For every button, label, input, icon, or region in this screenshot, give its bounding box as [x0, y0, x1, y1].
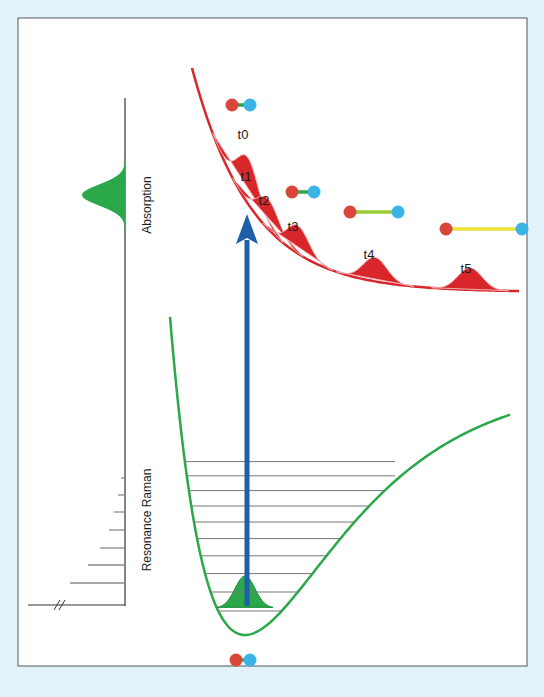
excited-state-curve [192, 68, 519, 291]
axis-label: Resonance Raman [141, 469, 153, 572]
spectrum-axis [28, 98, 125, 610]
excitation-arrow [236, 214, 258, 606]
time-label: t1 [241, 170, 252, 183]
molecules [226, 99, 529, 667]
time-label: t3 [288, 220, 299, 233]
wavepackets [213, 133, 509, 290]
time-label: t5 [461, 262, 472, 275]
axis-label: Absorption [141, 176, 153, 233]
vibrational-levels [185, 462, 395, 611]
frame [18, 18, 527, 666]
raman-sticks [70, 478, 125, 583]
time-label: t2 [259, 194, 270, 207]
time-label: t4 [364, 248, 375, 261]
time-label: t0 [238, 128, 249, 141]
ground-state-curve [170, 317, 510, 635]
absorption-band [82, 150, 125, 240]
